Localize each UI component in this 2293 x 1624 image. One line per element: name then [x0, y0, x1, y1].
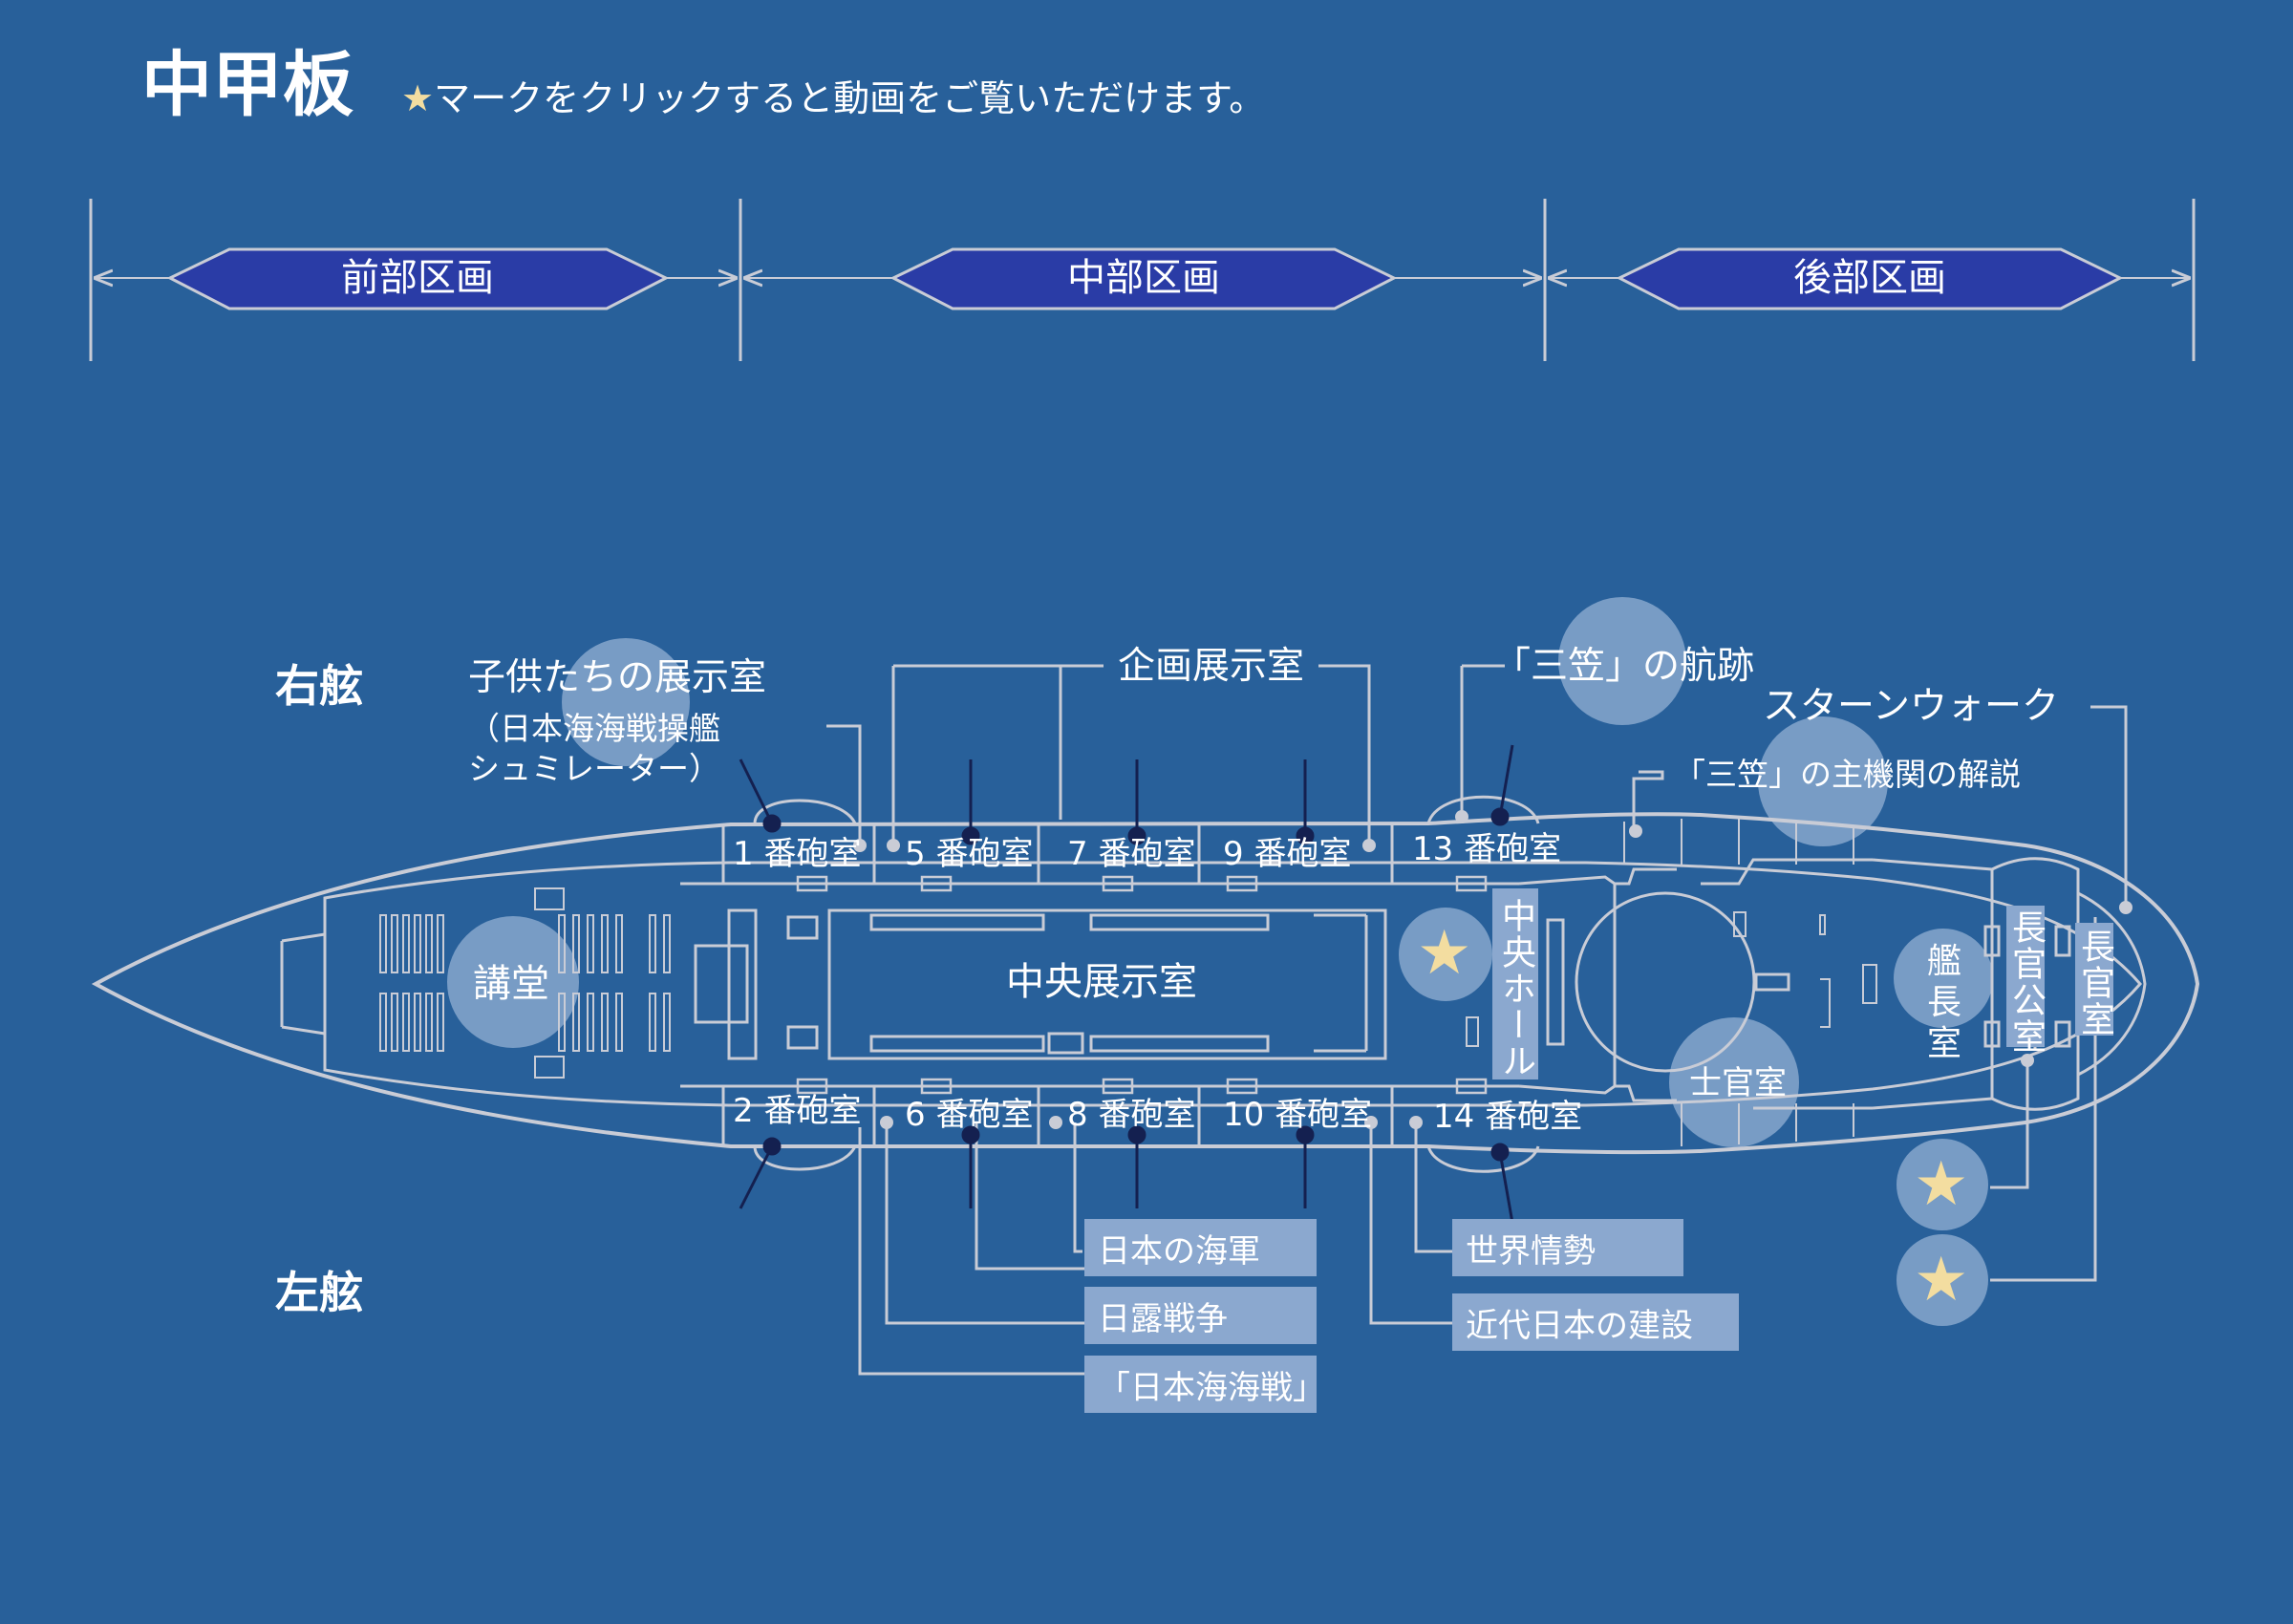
room-gun-13[interactable]: 13 番砲室 [1412, 830, 1562, 868]
star-icon: ★ [401, 77, 435, 119]
section-middle-label: 中部区画 [1067, 256, 1220, 300]
room-gun-2[interactable]: 2 番砲室 [733, 1092, 862, 1130]
central-hall-box [1492, 888, 1538, 1079]
instruction-text: ★マークをクリックすると動画をご覧いただけます。 [401, 80, 1265, 117]
section-banner-rear [1616, 247, 2124, 310]
aft-walls [1466, 819, 2147, 1146]
children-exhibit-sub1: （日本海海戦操艦 [468, 710, 720, 747]
room-chief-room[interactable]: 長官室 [2075, 929, 2114, 1037]
doors [796, 875, 1488, 1095]
planning-exhibit-label[interactable]: 企画展示室 [1118, 645, 1305, 688]
tag-russo-japanese-war[interactable]: 日露戦争 [1084, 1287, 1317, 1344]
room-lecture-hall[interactable]: 講堂 [473, 962, 549, 1006]
chief-room-box [2075, 923, 2113, 1036]
room-gun-10[interactable]: 10 番砲室 [1223, 1096, 1373, 1134]
starboard-label: 右舷 [275, 660, 363, 712]
room-central-hall[interactable]: 中央ホール [1496, 898, 1535, 1079]
room-wardroom[interactable]: 士官室 [1689, 1064, 1787, 1102]
voyage-exhibit-label[interactable]: 「三笠」の航跡 [1493, 645, 1755, 688]
stern-walk-label[interactable]: スターンウォーク [1763, 685, 2060, 728]
leader-lines [826, 664, 2128, 1376]
tag-world-situation[interactable]: 世界情勢 [1452, 1219, 1683, 1276]
position-pins [739, 744, 1514, 1224]
tag-japanese-navy[interactable]: 日本の海軍 [1084, 1219, 1317, 1276]
chief-office-box [2006, 906, 2045, 1047]
room-gun-9[interactable]: 9 番砲室 [1223, 835, 1352, 873]
children-exhibit-title[interactable]: 子供たちの展示室 [468, 656, 767, 699]
lecture-hall [280, 887, 671, 1079]
section-banner-front [166, 247, 670, 310]
ship-hull [91, 812, 2200, 1155]
section-banner-middle [889, 247, 1398, 310]
star-icon[interactable]: ★ [1417, 918, 1472, 989]
tag-modern-japan[interactable]: 近代日本の建設 [1452, 1293, 1739, 1351]
room-central-exhibit[interactable]: 中央展示室 [1006, 960, 1197, 1004]
room-gun-6[interactable]: 6 番砲室 [905, 1096, 1034, 1134]
instruction-body: マークをクリックすると動画をご覧いただけます。 [434, 77, 1266, 119]
star-icon[interactable]: ★ [1914, 1245, 1969, 1315]
port-label: 左舷 [275, 1267, 363, 1318]
leader-dots [853, 810, 2132, 1129]
room-chief-office[interactable]: 長官公室 [2006, 909, 2046, 1055]
room-gun-1[interactable]: 1 番砲室 [733, 835, 862, 873]
children-exhibit-sub2: シュミレーター） [468, 750, 720, 787]
room-gun-8[interactable]: 8 番砲室 [1067, 1096, 1196, 1134]
gun-room-walls [680, 795, 1617, 1173]
tag-battle-of-tsushima[interactable]: 「日本海海戦」 [1084, 1356, 1325, 1413]
star-icon[interactable]: ★ [1914, 1149, 1969, 1220]
room-captain[interactable]: 艦長室 [1926, 942, 1963, 1064]
engine-exhibit-label[interactable]: 「三笠」の主機関の解説 [1674, 756, 2021, 793]
room-gun-5[interactable]: 5 番砲室 [905, 835, 1034, 873]
central-exhibit-walls [694, 908, 1387, 1060]
room-gun-14[interactable]: 14 番砲室 [1433, 1098, 1583, 1136]
room-gun-7[interactable]: 7 番砲室 [1067, 835, 1196, 873]
page-title: 中甲板 [141, 44, 354, 126]
highlight-circles [447, 597, 1993, 1326]
section-front-label: 前部区画 [341, 256, 494, 300]
section-rear-label: 後部区画 [1793, 256, 1946, 300]
